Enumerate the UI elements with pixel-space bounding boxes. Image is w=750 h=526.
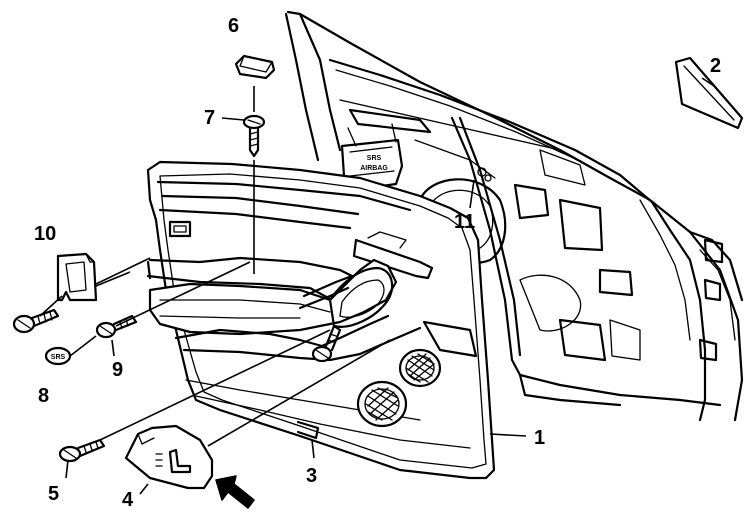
label-8: 8 (38, 385, 49, 407)
part-screw-5 (58, 438, 106, 463)
part-screw-7 (242, 114, 266, 158)
label-1: 1 (534, 427, 545, 449)
part-door-trim-panel (146, 160, 496, 480)
part-screw-9 (95, 314, 138, 339)
leader-lines (39, 77, 715, 495)
car-door-frame: SRS AIRBAG (284, 10, 744, 422)
view-direction-arrow (215, 475, 255, 509)
part-mirror-trim-triangle (674, 56, 744, 130)
label-4: 4 (122, 489, 134, 511)
label-10: 10 (34, 223, 56, 245)
airbag-module-text-1: SRS (367, 155, 382, 162)
label-11: 11 (454, 211, 475, 233)
part-switch-insert-4 (124, 424, 214, 490)
part-screw-bracket (12, 308, 60, 334)
part-cap-6 (234, 54, 276, 80)
label-2: 2 (710, 55, 721, 77)
callout-numbers: 1 2 3 4 5 6 7 8 9 10 11 (34, 15, 721, 511)
label-6: 6 (228, 15, 239, 37)
label-3: 3 (306, 465, 317, 487)
part-srs-cap-8: SRS (44, 346, 72, 366)
airbag-module-text-2: AIRBAG (360, 165, 388, 172)
label-9: 9 (112, 359, 123, 381)
label-7: 7 (204, 107, 215, 129)
part-bracket-10 (56, 252, 98, 302)
label-5: 5 (48, 483, 59, 505)
part-screw-center (311, 324, 342, 363)
srs-cap-text: SRS (51, 354, 66, 361)
